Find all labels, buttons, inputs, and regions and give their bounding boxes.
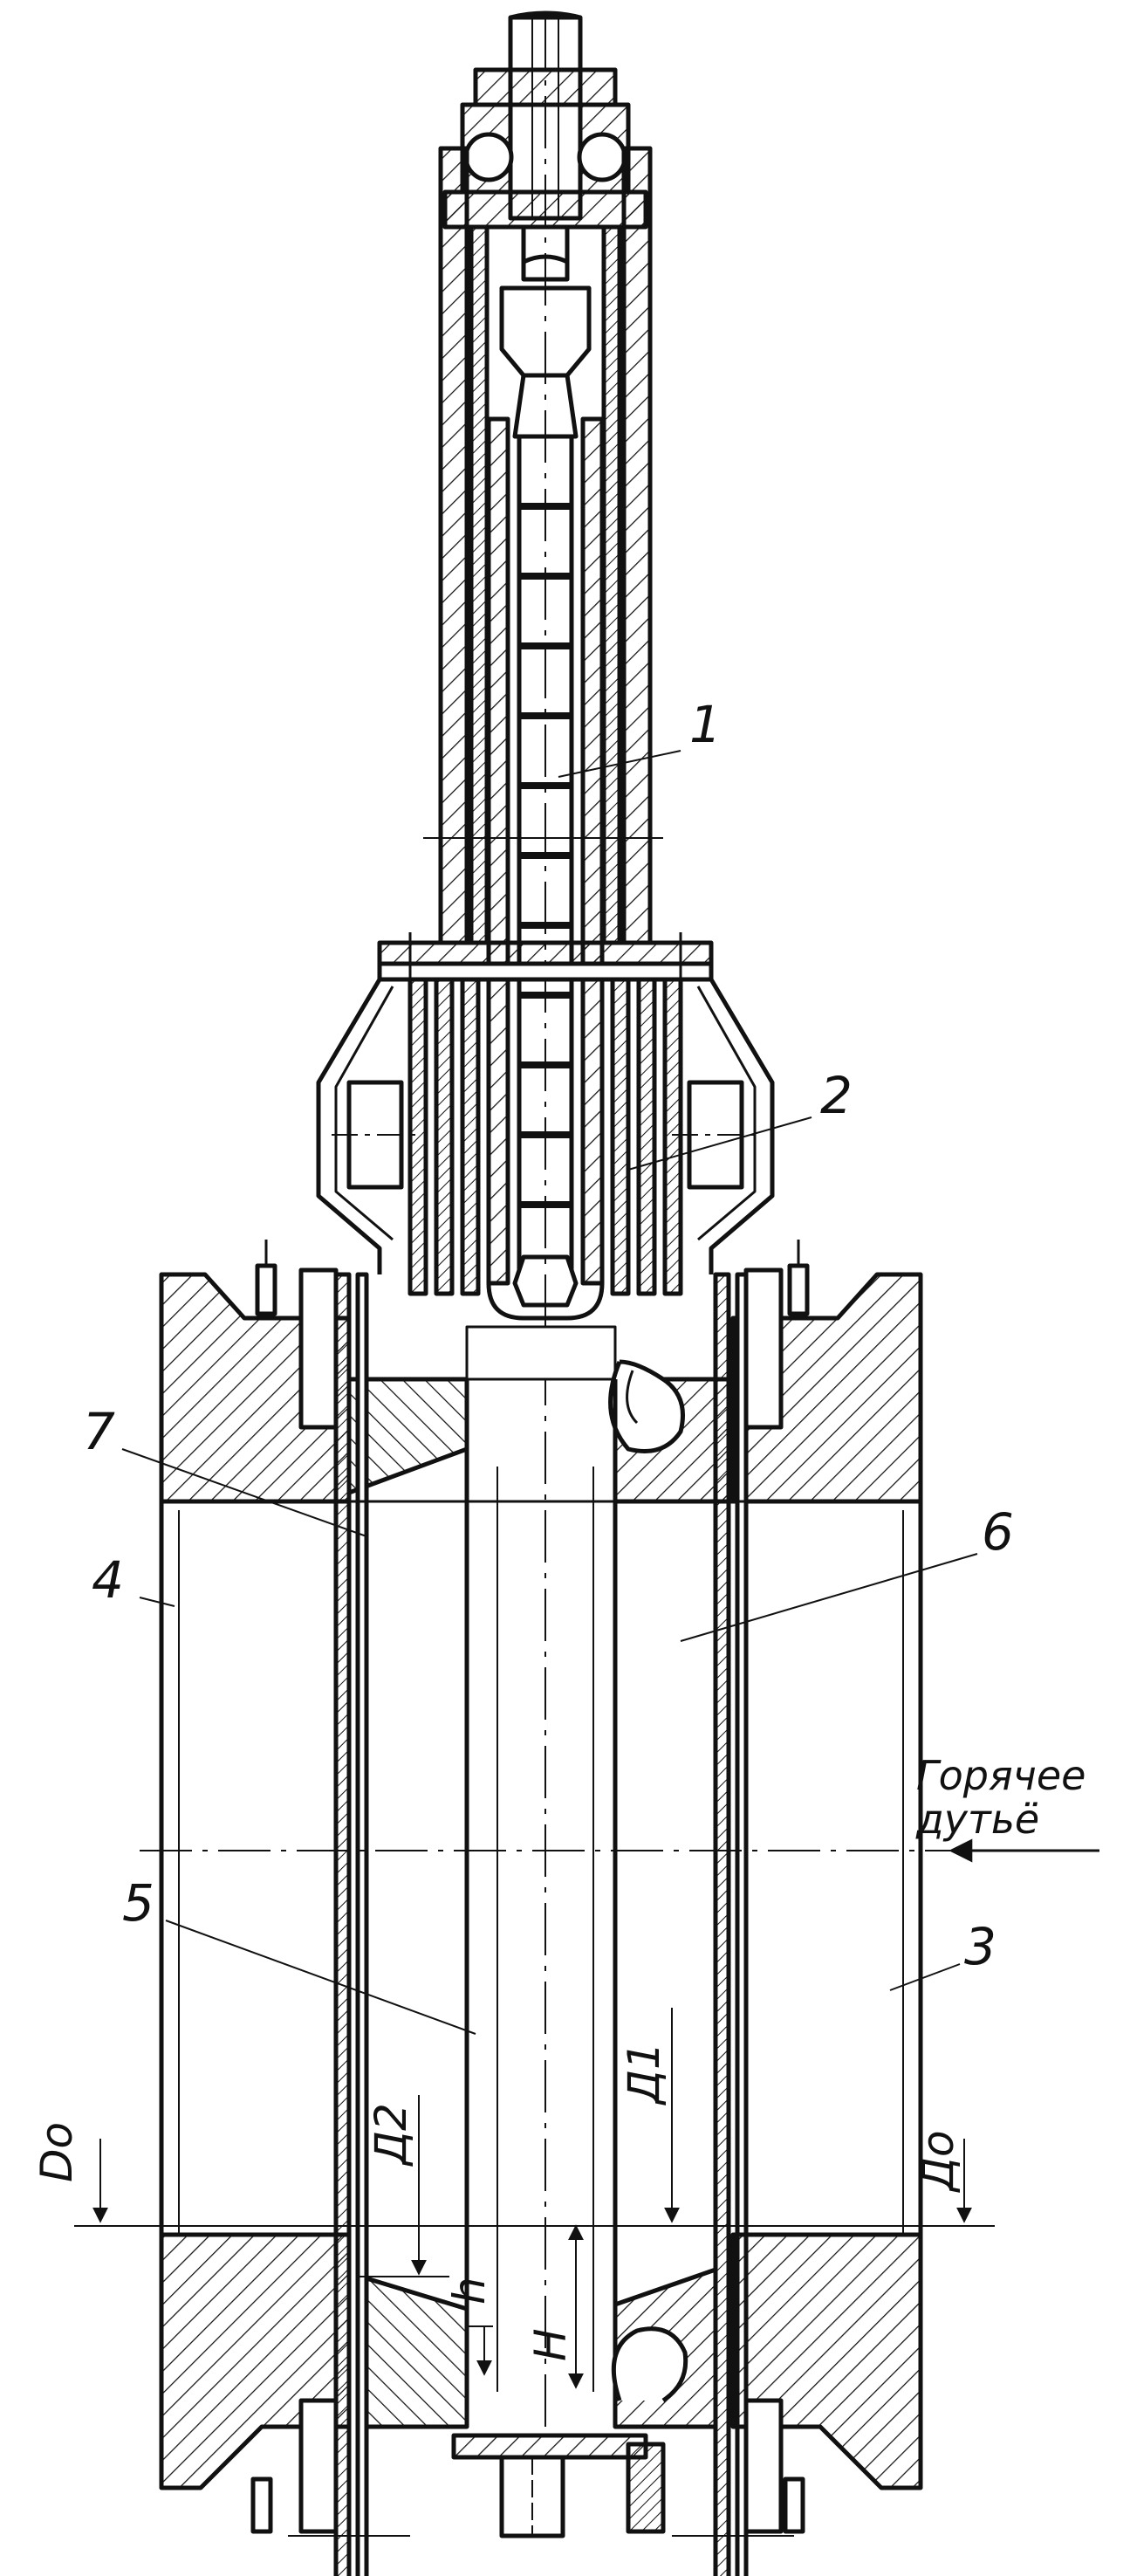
body-shell [161,1501,921,2235]
gate-plate [467,1379,615,2392]
callout-5: 5 [122,1873,154,1933]
dim-d2: Д2 [366,2103,416,2167]
dim-d0-left: Do [31,2122,82,2182]
callout-6: 6 [982,1502,1014,1562]
callout-3: 3 [964,1917,996,1976]
callout-7: 7 [83,1402,115,1461]
callout-1: 1 [689,695,722,754]
dim-d0-right: Дo [913,2130,963,2193]
callout-4: 4 [92,1550,124,1610]
flow-label-line2: дутьё [915,1796,1039,1843]
callout-2: 2 [820,1066,853,1125]
dim-d1: Д1 [619,2042,669,2105]
dim-h-big: H [525,2328,576,2361]
flow-label-line1: Горячее [916,1752,1085,1799]
dim-h-small: h [444,2277,495,2305]
